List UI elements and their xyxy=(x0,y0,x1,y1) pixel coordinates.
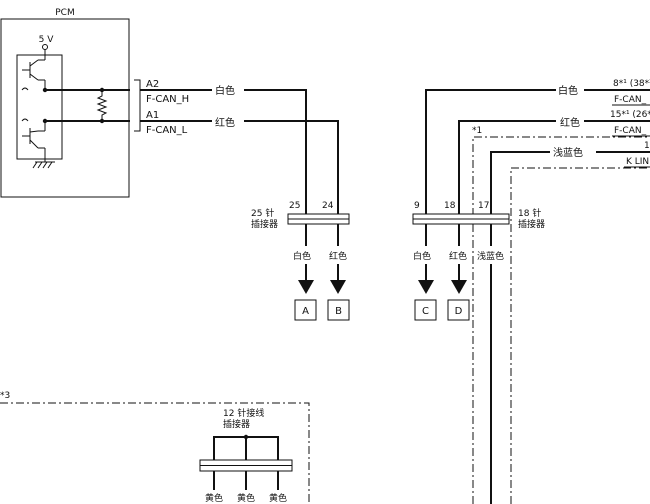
wire-color-label: 浅蓝色 xyxy=(477,250,504,262)
ref-box-d xyxy=(447,299,470,321)
pcm-pin-a2: A2 xyxy=(146,79,159,90)
ref-label-a: A xyxy=(302,306,309,317)
right-pin-label: 8*¹ (38*² xyxy=(613,79,650,89)
ref-label-b: B xyxy=(335,306,342,317)
ref-box-c xyxy=(414,299,437,321)
resistor-icon xyxy=(96,90,108,121)
ground-icon xyxy=(32,161,55,169)
ref-box-b xyxy=(327,299,350,321)
wire-color-label: 红色 xyxy=(560,116,580,129)
pcm-pin-a1: A1 xyxy=(146,110,159,121)
connector-18-name-2: 插接器 xyxy=(518,218,545,230)
wire-color-label: 白色 xyxy=(558,84,578,97)
right-signal-label: F-CAN_ xyxy=(614,126,647,136)
ref-box-a xyxy=(294,299,317,321)
connector-25-pin-24: 24 xyxy=(322,201,334,211)
wire-color-label: 黄色 xyxy=(269,492,287,504)
connector-18-name: 18 针 xyxy=(518,207,541,219)
wire-color-label: 白色 xyxy=(293,250,311,262)
wire-color-label: 红色 xyxy=(449,250,467,262)
wire-color-label: 浅蓝色 xyxy=(553,146,583,159)
right-signal-label: F-CAN_ xyxy=(614,95,647,105)
wire-color-label: 白色 xyxy=(413,250,431,262)
note-marker-3: *3 xyxy=(0,391,10,401)
right-pin-label: 1 xyxy=(644,141,650,151)
connector-18-pin-17: 17 xyxy=(478,201,489,211)
connector-25-name: 25 针 xyxy=(251,207,274,219)
right-signal-label: K LIN xyxy=(626,157,649,167)
ref-label-d: D xyxy=(455,306,463,317)
connector-18-pin: 9 18 17 18 针 插接器 白色 红色 浅蓝色 C D xyxy=(412,201,545,504)
wire-color-label: 黄色 xyxy=(205,492,223,504)
pcm-block: PCM 5 V xyxy=(0,8,130,198)
connector-25-pin-25: 25 xyxy=(289,201,300,211)
connector-18-pin-18: 18 xyxy=(444,201,456,211)
ref-label-c: C xyxy=(422,306,429,317)
transistor-icon xyxy=(22,121,46,162)
wire-color-label: 黄色 xyxy=(237,492,255,504)
joint-connector-name-2: 插接器 xyxy=(223,418,250,430)
pcm-signal-can-h: F-CAN_H xyxy=(146,94,189,105)
wire-color-label: 白色 xyxy=(215,84,235,97)
wire-color-label: 红色 xyxy=(329,250,347,262)
note-marker-1: *1 xyxy=(472,126,482,136)
transistor-icon xyxy=(22,55,46,90)
joint-connector-name: 12 针接线 xyxy=(223,407,264,419)
connector-25-pin: 25 针 插接器 25 24 白色 红色 A B xyxy=(251,201,350,321)
wire-color-label: 红色 xyxy=(215,116,235,129)
connector-18-pin-9: 9 xyxy=(414,201,420,211)
right-pin-label: 15*¹ (26*² xyxy=(610,110,650,120)
pcm-signal-can-l: F-CAN_L xyxy=(146,125,188,136)
switch-icon xyxy=(21,118,29,122)
pcm-title: PCM xyxy=(55,8,74,18)
joint-connector: *3 12 针接线 插接器 黄色 黄色 黄色 xyxy=(0,391,310,504)
switch-icon xyxy=(21,87,29,91)
connector-25-name-2: 插接器 xyxy=(251,218,278,230)
pcm-supply-label: 5 V xyxy=(39,35,55,45)
